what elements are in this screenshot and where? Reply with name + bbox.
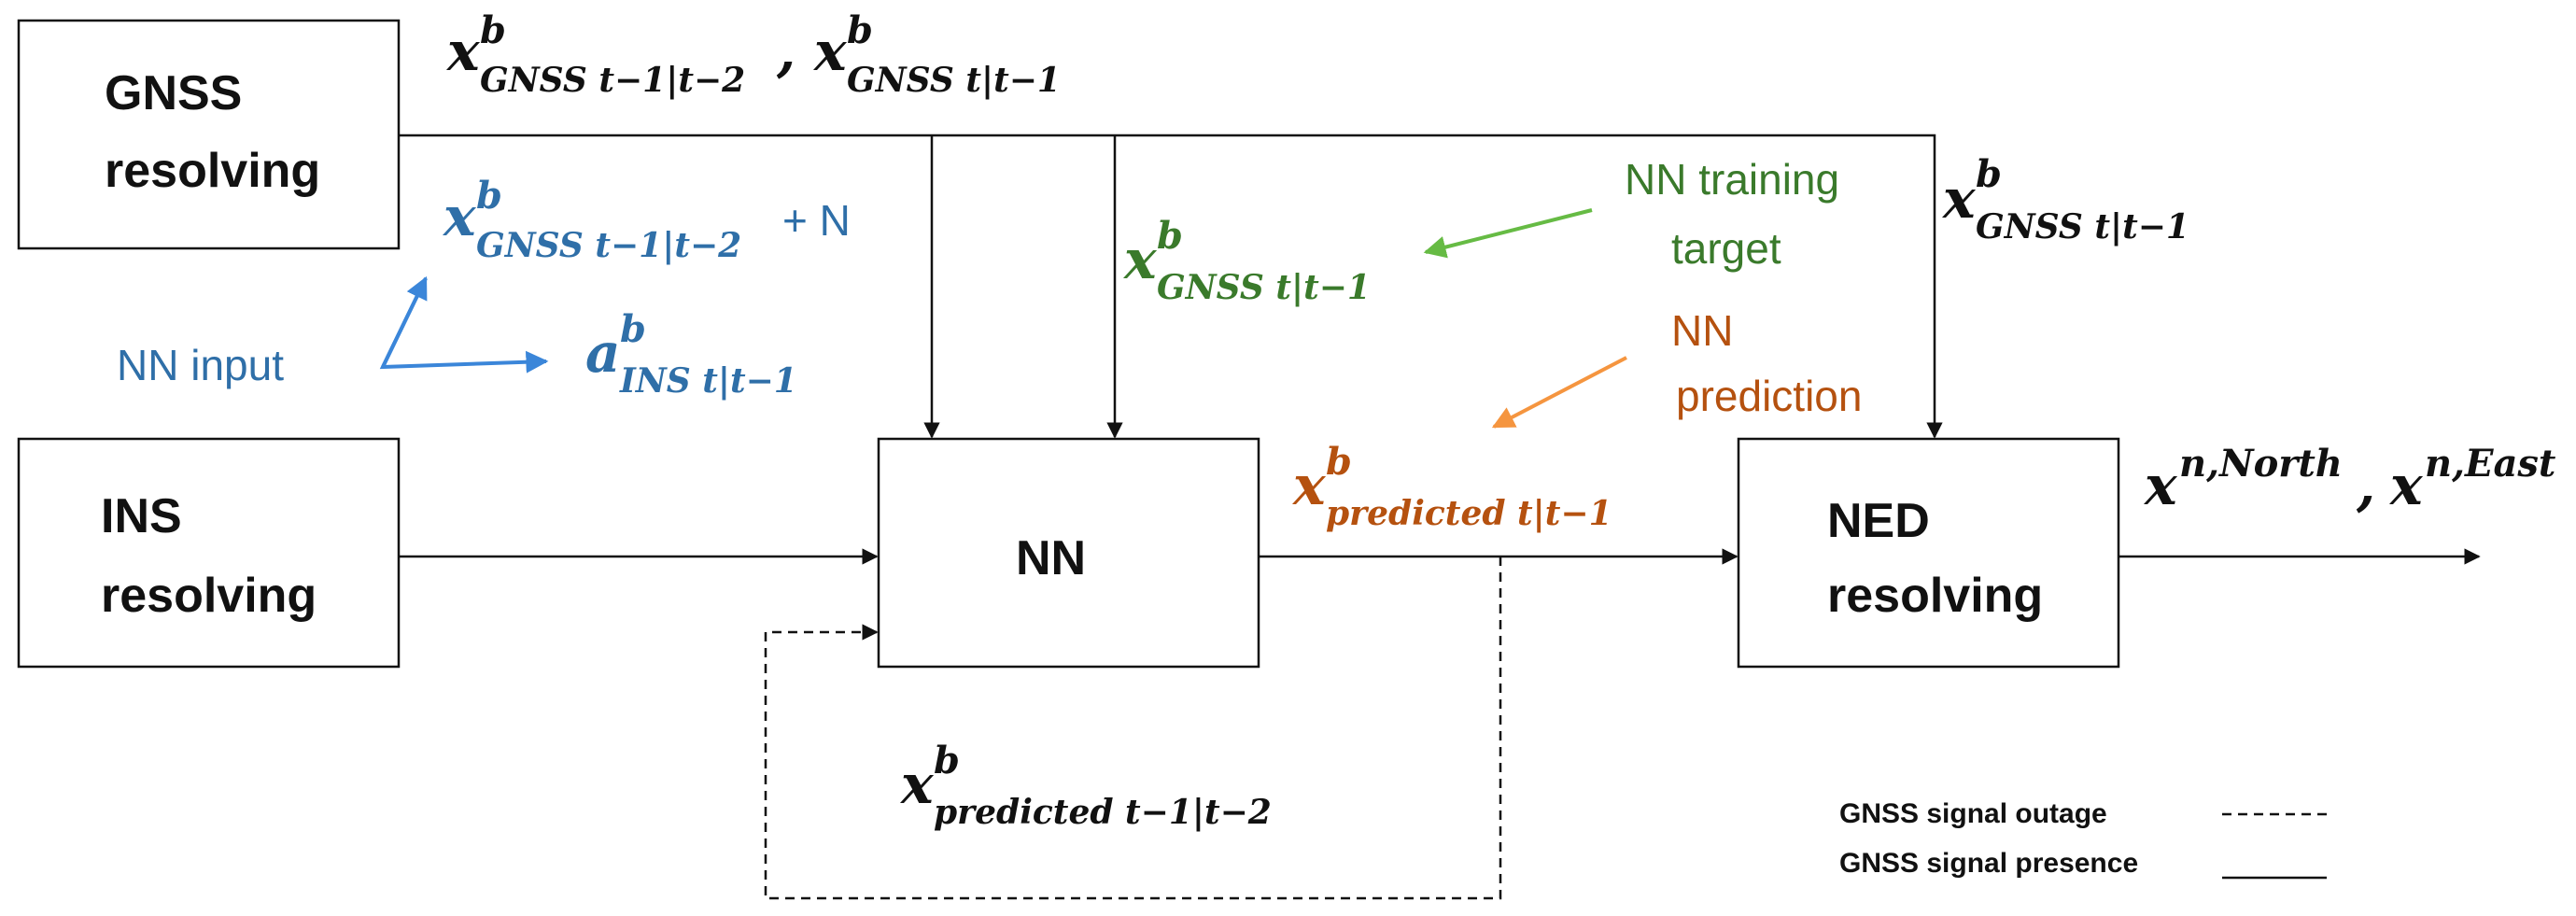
gnss-noise-formula: x b GNSS t−1|t−2: [442, 174, 741, 265]
gnss-resolving-box: [17, 19, 401, 250]
nn-box: [877, 437, 1260, 669]
output-formula: x n,North , x n,East: [2143, 442, 2556, 517]
gnss-box-label: GNSS resolving: [105, 66, 320, 198]
legend-presence-label: GNSS signal presence: [1839, 848, 2138, 879]
ins-box-label: INS resolving: [101, 489, 317, 623]
ins-acc-formula: a b INS t|t−1: [585, 307, 797, 401]
nn-input-arrow-up: [381, 275, 428, 368]
nn-training-target-line1: NN training: [1625, 155, 1839, 204]
nn-input-arrows: [379, 277, 549, 373]
gnss-noise-suffix: + N: [782, 196, 851, 245]
ned-box-line1: NED: [1827, 494, 1930, 548]
nn-prediction-label: NN prediction: [1671, 306, 1862, 420]
ned-resolving-box: [1737, 437, 2120, 669]
nn-input-label: NN input: [117, 341, 284, 389]
ned-box-label: NED resolving: [1827, 494, 2043, 623]
gnss-box-line2: resolving: [105, 144, 320, 198]
prediction-arrow: [1491, 356, 1627, 429]
training-target-arrow: [1423, 208, 1593, 259]
gnss-right-formula: x b GNSS t|t−1: [1941, 152, 2189, 247]
nn-box-label: NN: [1016, 531, 1086, 585]
nn-training-target-line2: target: [1671, 224, 1781, 273]
gnss-box-line1: GNSS: [105, 66, 242, 120]
ins-resolving-box: [17, 437, 401, 669]
nn-prediction-line1: NN: [1671, 306, 1733, 355]
predicted-prev-formula: x b predicted t−1|t−2: [899, 739, 1272, 832]
predicted-formula: x b predicted t|t−1: [1291, 440, 1612, 533]
gnss-feed-line: [399, 134, 1943, 439]
feedback-loop-dashed: [764, 557, 1502, 900]
nn-training-target-label: NN training target: [1625, 155, 1851, 273]
legend-outage-label: GNSS signal outage: [1839, 798, 2107, 829]
ins-box-line1: INS: [101, 489, 182, 543]
gnss-top-formula: x b GNSS t−1|t−2 , x b GNSS t|t−1: [445, 8, 1061, 100]
legend: GNSS signal outage GNSS signal presence: [1839, 798, 2327, 880]
ned-box-line2: resolving: [1827, 569, 2043, 623]
nn-prediction-line2: prediction: [1676, 372, 1862, 420]
ins-box-line2: resolving: [101, 569, 317, 623]
gnss-target-formula: x b GNSS t|t−1: [1122, 214, 1371, 307]
